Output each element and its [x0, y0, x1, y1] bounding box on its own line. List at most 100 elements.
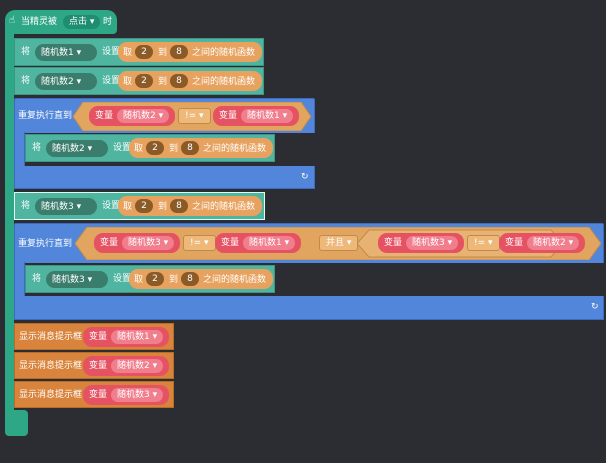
random-function-block[interactable] [118, 196, 262, 216]
set-to-label: 设置成 [113, 143, 141, 153]
show-toast-label: 显示消息提示框 [19, 332, 83, 342]
set-label: 将 [32, 143, 42, 153]
variable-dropdown[interactable] [46, 271, 108, 288]
random-tail-label: 之间的随机函数 [203, 275, 267, 285]
random-tail-label: 之间的随机函数 [203, 144, 267, 154]
random-max-input[interactable]: 8 [170, 199, 188, 213]
random-tail-label: 之间的随机函数 [192, 48, 256, 58]
random-max-input[interactable]: 8 [170, 74, 188, 88]
variable-dropdown[interactable]: 随机数3 ▾ [406, 236, 459, 250]
variable-word: 变量 [100, 238, 119, 248]
show-toast-label: 显示消息提示框 [19, 361, 83, 371]
event-trigger-dropdown[interactable]: 点击 ▾ [63, 15, 101, 29]
variable-dropdown[interactable]: 随机数2 ▾ [117, 109, 170, 123]
repeat-until-arm[interactable] [14, 132, 25, 166]
variable-dropdown[interactable] [46, 140, 108, 157]
variable-dropdown[interactable]: 随机数2 ▾ [527, 236, 580, 250]
event-hat-block[interactable]: ☝ 当精灵被 点击 ▾ 时 [5, 10, 117, 34]
loop-arrow-icon: ↻ [301, 172, 309, 182]
to-label: 到 [158, 202, 168, 212]
set-variable-block[interactable]: 将 随机数3 ▾ 设置成 取 2 到 8 之间的随机函数 [25, 265, 275, 293]
take-label: 取 [123, 202, 133, 212]
random-max-input[interactable]: 8 [181, 272, 199, 286]
show-toast-block[interactable]: 显示消息提示框 变量 随机数3 ▾ [14, 381, 174, 408]
variable-dropdown[interactable]: 随机数2 ▾ [111, 359, 164, 373]
show-toast-block[interactable]: 显示消息提示框 变量 随机数1 ▾ [14, 323, 174, 350]
show-toast-block[interactable]: 显示消息提示框 变量 随机数2 ▾ [14, 352, 174, 379]
repeat-until-block[interactable]: 重复执行直到 变量 随机数2 ▾ != ▾ 变量 随机数1 ▾ [14, 98, 315, 133]
set-variable-block[interactable]: 将 随机数2 ▾ 设置成 取 2 到 8 之间的随机函数 [25, 134, 275, 162]
loop-arrow-icon: ↻ [591, 302, 599, 312]
repeat-until-arm[interactable] [14, 262, 25, 296]
repeat-until-label: 重复执行直到 [18, 239, 73, 249]
variable-dropdown[interactable] [35, 198, 97, 215]
variable-dropdown[interactable]: 随机数1 ▾ [111, 330, 164, 344]
take-label: 取 [134, 275, 144, 285]
to-label: 到 [169, 275, 179, 285]
random-min-input[interactable]: 2 [146, 141, 164, 155]
variable-dropdown[interactable]: 随机数3 ▾ [122, 236, 175, 250]
set-variable-block[interactable]: 将 随机数3 ▾ 设置成 取 2 到 8 之间的随机函数 [14, 192, 265, 220]
take-label: 取 [123, 48, 133, 58]
set-to-label: 设置成 [102, 201, 130, 211]
event-prefix: 当精灵被 [21, 17, 58, 27]
set-label: 将 [32, 274, 42, 284]
random-function-block[interactable] [118, 71, 262, 91]
set-label: 将 [21, 201, 31, 211]
event-suffix: 时 [103, 17, 113, 27]
take-label: 取 [134, 144, 144, 154]
logic-and-dropdown[interactable]: 并且 ▾ [319, 235, 359, 251]
show-toast-label: 显示消息提示框 [19, 390, 83, 400]
random-max-input[interactable]: 8 [170, 45, 188, 59]
event-block-spine[interactable] [5, 22, 14, 414]
variable-dropdown-label: 随机数3 ▾ [41, 202, 82, 212]
variable-word: 变量 [505, 238, 524, 248]
operator-dropdown[interactable]: != ▾ [467, 235, 500, 251]
set-to-label: 设置成 [102, 76, 130, 86]
repeat-until-footer[interactable]: ↻ [14, 296, 604, 320]
repeat-until-footer[interactable]: ↻ [14, 166, 315, 189]
random-min-input[interactable]: 2 [146, 272, 164, 286]
variable-word: 变量 [95, 111, 114, 121]
repeat-until-label: 重复执行直到 [18, 111, 73, 121]
variable-dropdown[interactable] [35, 73, 97, 90]
random-min-input[interactable]: 2 [135, 74, 153, 88]
random-function-block[interactable] [118, 42, 262, 62]
random-function-block[interactable] [129, 138, 273, 158]
to-label: 到 [158, 77, 168, 87]
variable-dropdown-label: 随机数2 ▾ [41, 77, 82, 87]
operator-dropdown[interactable]: != ▾ [183, 235, 216, 251]
variable-word: 变量 [89, 332, 108, 342]
hand-icon: ☝ [9, 15, 16, 26]
variable-dropdown-label: 随机数1 ▾ [41, 48, 82, 58]
to-label: 到 [169, 144, 179, 154]
set-variable-block[interactable]: 将 随机数1 ▾ 设置成 取 2 到 8 之间的随机函数 [14, 38, 264, 66]
set-label: 将 [21, 47, 31, 57]
set-label: 将 [21, 76, 31, 86]
variable-word: 变量 [89, 361, 108, 371]
random-function-block[interactable] [129, 269, 273, 289]
variable-dropdown-label: 随机数2 ▾ [52, 144, 93, 154]
variable-dropdown-label: 随机数3 ▾ [52, 275, 93, 285]
operator-dropdown[interactable]: != ▾ [178, 108, 211, 124]
repeat-until-block[interactable]: 重复执行直到 变量 随机数3 ▾ != ▾ 变量 随机数1 ▾ 并且 ▾ 变量 … [14, 223, 604, 263]
random-tail-label: 之间的随机函数 [192, 77, 256, 87]
variable-dropdown[interactable] [35, 44, 97, 61]
variable-word: 变量 [384, 238, 403, 248]
set-variable-block[interactable]: 将 随机数2 ▾ 设置成 取 2 到 8 之间的随机函数 [14, 67, 264, 95]
random-max-input[interactable]: 8 [181, 141, 199, 155]
variable-dropdown[interactable]: 随机数1 ▾ [241, 109, 294, 123]
event-block-foot[interactable] [5, 410, 28, 436]
variable-dropdown[interactable]: 随机数3 ▾ [111, 388, 164, 402]
random-min-input[interactable]: 2 [135, 199, 153, 213]
set-to-label: 设置成 [113, 274, 141, 284]
variable-word: 变量 [221, 238, 240, 248]
variable-word: 变量 [219, 111, 238, 121]
set-to-label: 设置成 [102, 47, 130, 57]
random-min-input[interactable]: 2 [135, 45, 153, 59]
random-tail-label: 之间的随机函数 [192, 202, 256, 212]
take-label: 取 [123, 77, 133, 87]
variable-dropdown[interactable]: 随机数1 ▾ [243, 236, 296, 250]
to-label: 到 [158, 48, 168, 58]
variable-word: 变量 [89, 390, 108, 400]
